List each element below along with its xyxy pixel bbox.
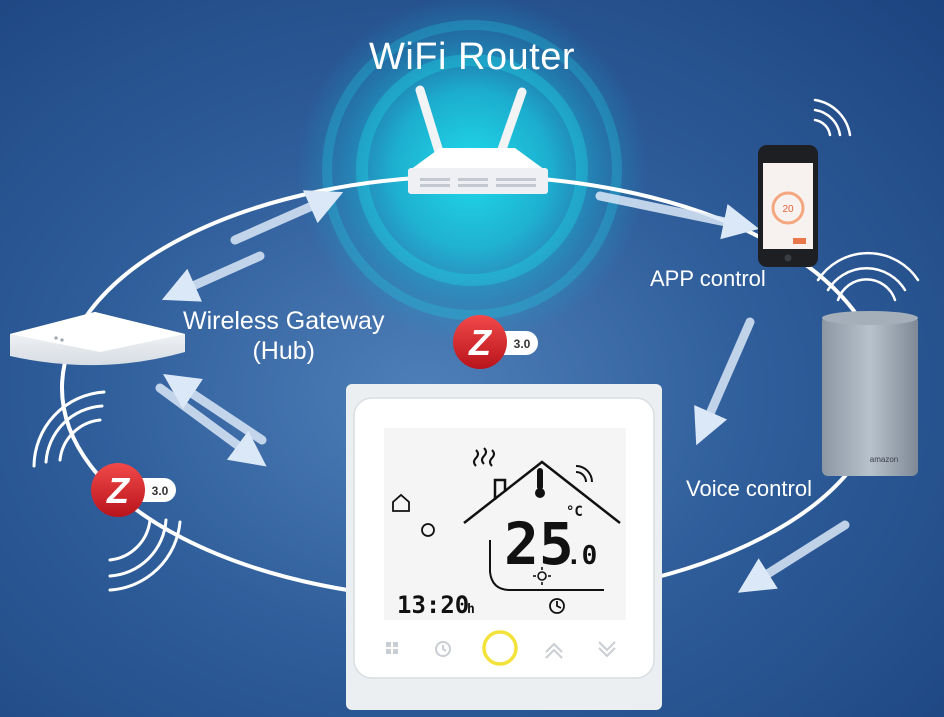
wifi-router [408, 85, 548, 194]
power-button[interactable] [482, 630, 518, 666]
clock-button[interactable] [435, 641, 451, 657]
svg-text:3.0: 3.0 [514, 337, 531, 351]
house-outline-icon [463, 460, 621, 524]
gateway-hub [10, 312, 185, 366]
thermostat: °C 25 .0 13:20 h [346, 384, 662, 710]
speaker-brand: amazon [870, 455, 898, 464]
time-display: 13:20 [397, 591, 469, 619]
gateway-label-line1: Wireless Gateway [183, 307, 385, 335]
up-button[interactable] [545, 642, 563, 659]
phone-setpoint: 20 [782, 204, 794, 215]
temperature-decimal: .0 [566, 541, 597, 571]
temperature-unit: °C [566, 504, 583, 520]
home-mode-icon [392, 493, 410, 512]
wifi-router-label: WiFi Router [368, 36, 576, 78]
svg-text:Z: Z [106, 470, 131, 511]
sun-icon [533, 567, 551, 585]
gateway-label: Wireless Gateway (Hub) [183, 306, 384, 366]
clock-icon [549, 598, 565, 614]
menu-button[interactable] [386, 642, 398, 654]
smart-speaker: amazon [822, 311, 918, 476]
down-button[interactable] [598, 641, 616, 658]
smartphone: 20 [758, 145, 818, 267]
thermometer-icon [535, 468, 545, 498]
zigbee-badge-center: 3.0 Z [453, 315, 538, 369]
zigbee-badge-hub: 3.0 Z [91, 463, 176, 517]
wifi-icon [575, 465, 593, 483]
fan-icon [473, 447, 495, 467]
data-flow-arrows [155, 190, 850, 593]
economy-icon [421, 523, 435, 537]
hub-radio-waves-icon [32, 390, 182, 592]
temp-bar-icon [489, 540, 604, 591]
gateway-label-line2: (Hub) [252, 337, 315, 365]
time-suffix: h [467, 602, 475, 617]
phone-signal-icon [813, 98, 852, 137]
speaker-signal-icon [816, 251, 920, 302]
svg-text:Z: Z [468, 322, 493, 363]
app-control-label: APP control [650, 266, 766, 291]
temperature-main: 25 [504, 510, 574, 578]
svg-text:3.0: 3.0 [152, 484, 169, 498]
voice-control-label: Voice control [686, 476, 812, 501]
